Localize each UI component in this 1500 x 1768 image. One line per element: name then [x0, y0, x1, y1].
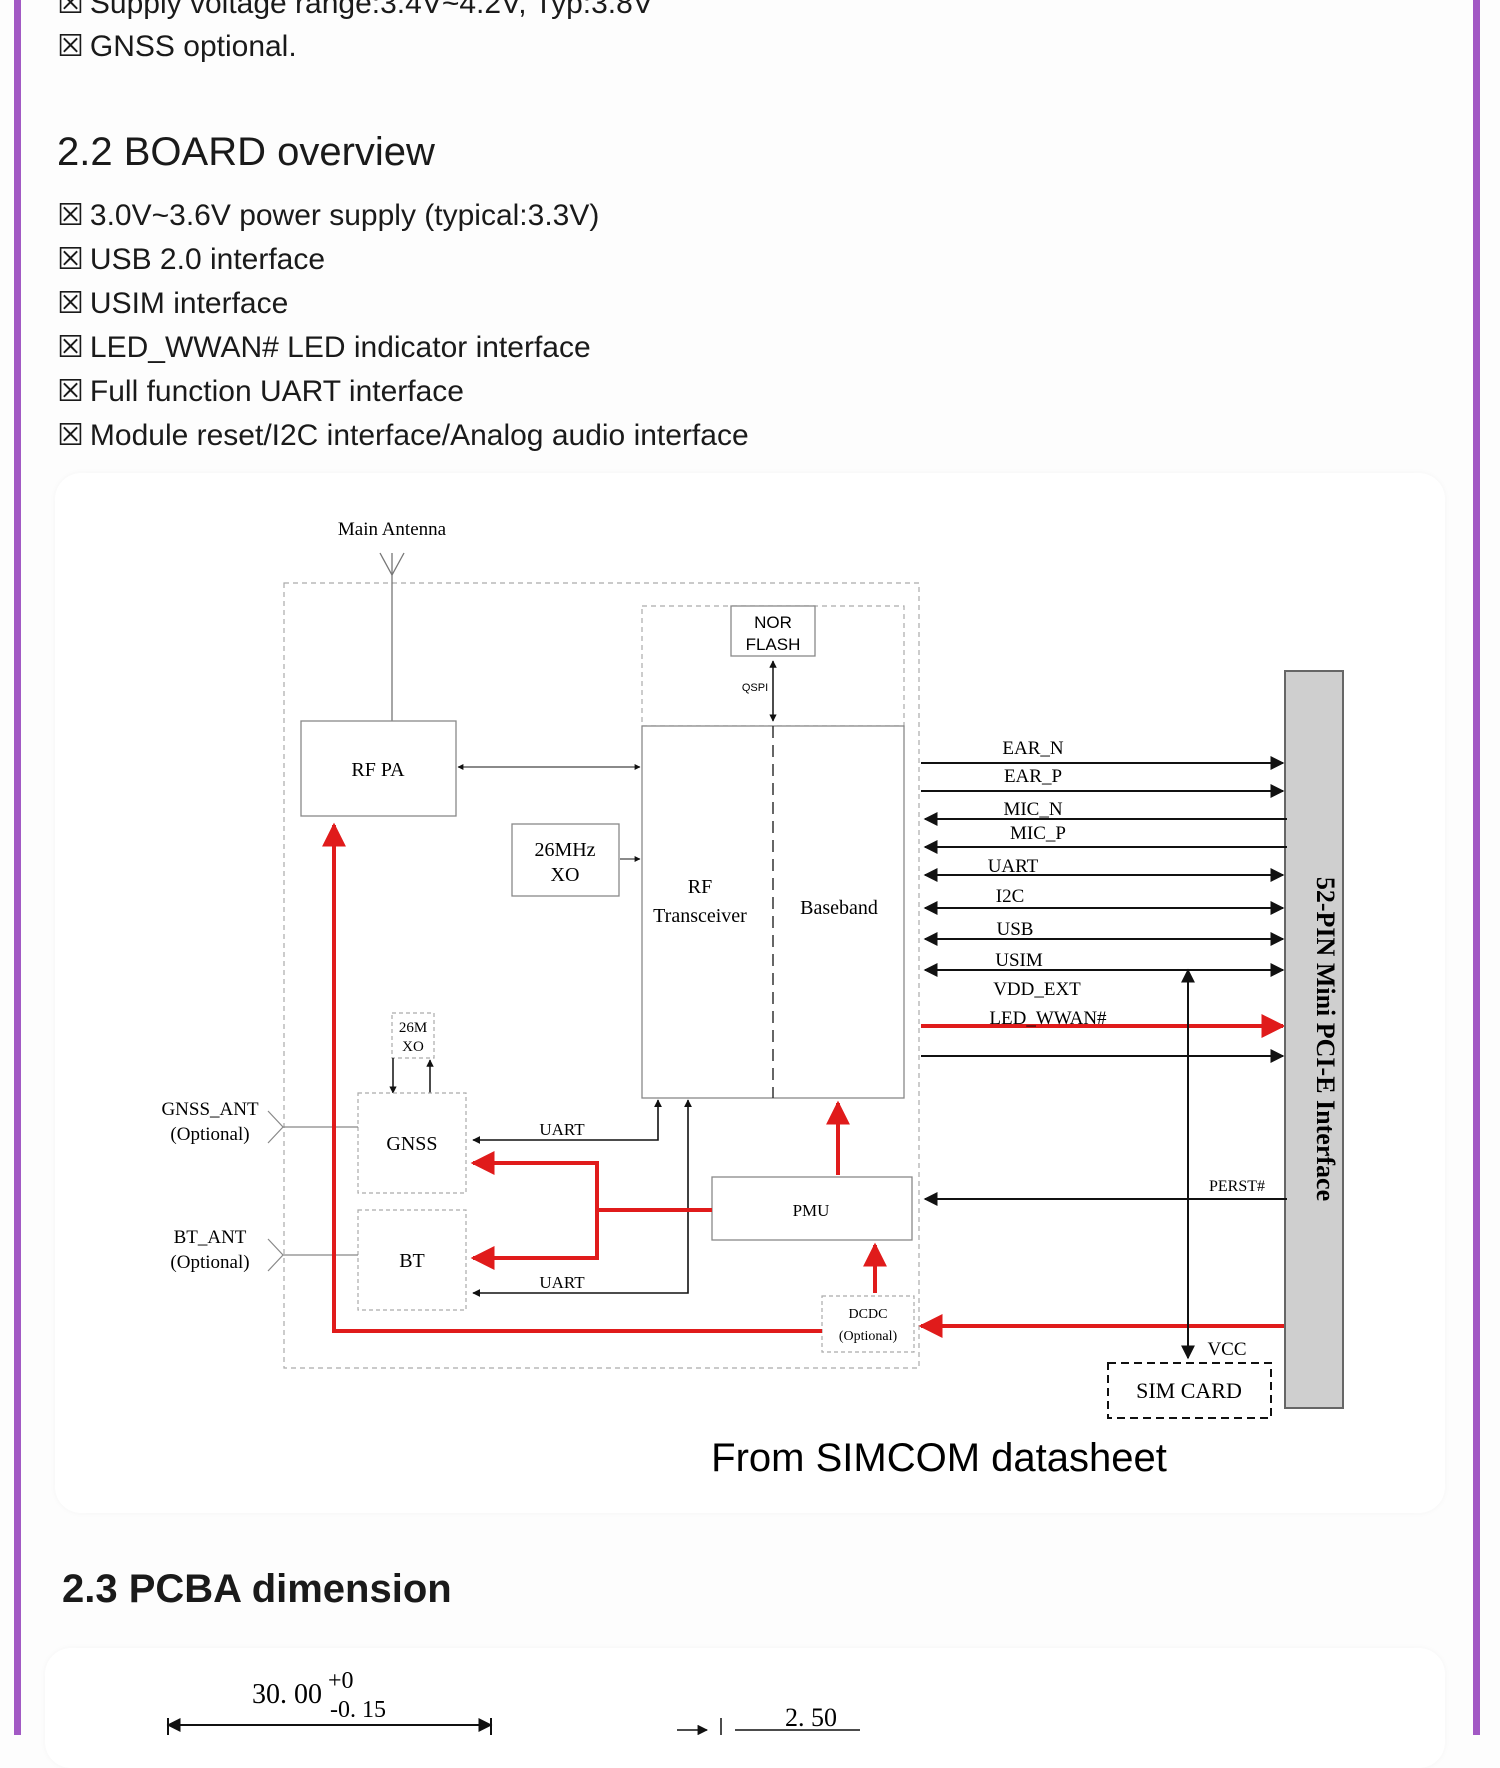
sim-card-block [1107, 1362, 1272, 1419]
width-tolerance-plus: +0 [328, 1668, 354, 1694]
left-border [14, 0, 21, 1735]
signal-usb: USB [997, 919, 1034, 940]
feature-supply-voltage: ☒Supply voltage range:3.4V~4.2V, Typ:3.8… [57, 0, 653, 22]
checkbox-icon: ☒ [57, 0, 84, 21]
signal-uart: UART [988, 856, 1039, 877]
main-antenna-label: Main Antenna [338, 519, 447, 540]
section-title-pcba-dimension: 2.3 PCBA dimension [62, 1567, 452, 1611]
signal-vcc: VCC [1207, 1339, 1246, 1360]
width-tolerance-minus: -0. 15 [330, 1697, 386, 1723]
gnss-block [357, 1092, 467, 1194]
mini-pcie-connector [1284, 670, 1344, 1409]
baseband-label: Baseband [800, 897, 878, 919]
signal-lines [921, 756, 1287, 1360]
module-frame [283, 582, 920, 1369]
transceiver-label: Transceiver [653, 905, 747, 927]
antenna-icon [379, 552, 405, 721]
signal-i2c: I2C [996, 886, 1025, 907]
feature-item: ☒Module reset/I2C interface/Analog audio… [57, 418, 749, 453]
uart-bt-link [472, 1099, 692, 1297]
checkbox-icon: ☒ [57, 242, 84, 277]
svg-text:SIM CARD: SIM CARD [1136, 1378, 1242, 1403]
uart-gnss-label: UART [539, 1120, 585, 1139]
block-diagram-card: Main Antenna NOR FLASH QSPI RF PA RF Tra… [55, 473, 1445, 1513]
diagram-caption: From SIMCOM datasheet [711, 1436, 1167, 1480]
uart-bt-label: UART [539, 1273, 585, 1292]
feature-item: ☒USB 2.0 interface [57, 242, 326, 277]
width-dimension-value: 30. 00 [252, 1679, 322, 1710]
signal-perst: PERST# [1209, 1178, 1265, 1195]
nor-flash-block [730, 605, 816, 657]
bt-ant-label: BT_ANT [174, 1227, 247, 1248]
rf-pa-block [300, 720, 457, 817]
signal-usim: USIM [995, 950, 1043, 971]
xo-26mhz-block [511, 823, 620, 897]
bt-ant-optional: (Optional) [170, 1252, 249, 1273]
dcdc-block [821, 1295, 915, 1353]
gnss-ant-optional: (Optional) [170, 1124, 249, 1145]
checkbox-icon: ☒ [57, 29, 84, 64]
dimension-drawing-card: 30. 00 +0 -0. 15 2. 50 [45, 1648, 1445, 1768]
signal-ear-n: EAR_N [1002, 738, 1064, 759]
feature-item: ☒Full function UART interface [57, 374, 464, 409]
gnss-ant-label: GNSS_ANT [161, 1099, 259, 1120]
checkbox-icon: ☒ [57, 418, 84, 453]
signal-led-wwan: LED_WWAN# [989, 1008, 1107, 1029]
checkbox-icon: ☒ [57, 286, 84, 321]
pmu-block [711, 1176, 913, 1241]
gnss-antenna-icon [267, 1110, 284, 1144]
svg-text:XO: XO [402, 1039, 424, 1055]
svg-text:FLASH: FLASH [746, 635, 801, 654]
svg-text:26M: 26M [399, 1020, 427, 1036]
power-lines [322, 822, 1287, 1338]
rf-label: RF [688, 876, 712, 898]
right-border [1473, 0, 1480, 1735]
signal-vdd-ext: VDD_EXT [993, 979, 1081, 1000]
feature-item: ☒LED_WWAN# LED indicator interface [57, 330, 591, 365]
feature-gnss-optional: ☒GNSS optional. [57, 29, 297, 64]
bt-block [357, 1209, 467, 1311]
svg-text:BT: BT [399, 1250, 425, 1272]
svg-text:GNSS: GNSS [386, 1133, 437, 1155]
feature-item: ☒USIM interface [57, 286, 289, 321]
feature-item: ☒3.0V~3.6V power supply (typical:3.3V) [57, 198, 600, 233]
checkbox-icon: ☒ [57, 330, 84, 365]
signal-mic-p: MIC_P [1010, 823, 1066, 844]
svg-text:(Optional): (Optional) [839, 1329, 898, 1344]
dimension-drawing: 30. 00 +0 -0. 15 2. 50 [166, 1668, 860, 1736]
svg-text:26MHz: 26MHz [534, 839, 595, 861]
checkbox-icon: ☒ [57, 374, 84, 409]
checkbox-icon: ☒ [57, 198, 84, 233]
svg-text:RF PA: RF PA [351, 759, 405, 781]
svg-text:XO: XO [551, 864, 580, 886]
signal-ear-p: EAR_P [1004, 766, 1062, 787]
signal-mic-n: MIC_N [1003, 799, 1062, 820]
small-xo-block [391, 1012, 435, 1059]
svg-text:PMU: PMU [793, 1201, 830, 1220]
bt-antenna-icon [267, 1238, 284, 1272]
side-dimension-value: 2. 50 [785, 1703, 837, 1732]
block-diagram: Main Antenna NOR FLASH QSPI RF PA RF Tra… [161, 519, 1344, 1480]
connector-label: 52-PIN Mini PCI-E Interface [1311, 877, 1340, 1201]
svg-text:NOR: NOR [754, 613, 792, 632]
qspi-label: QSPI [742, 682, 768, 694]
svg-text:DCDC: DCDC [849, 1307, 888, 1322]
section-title-board-overview: 2.2 BOARD overview [57, 130, 435, 174]
